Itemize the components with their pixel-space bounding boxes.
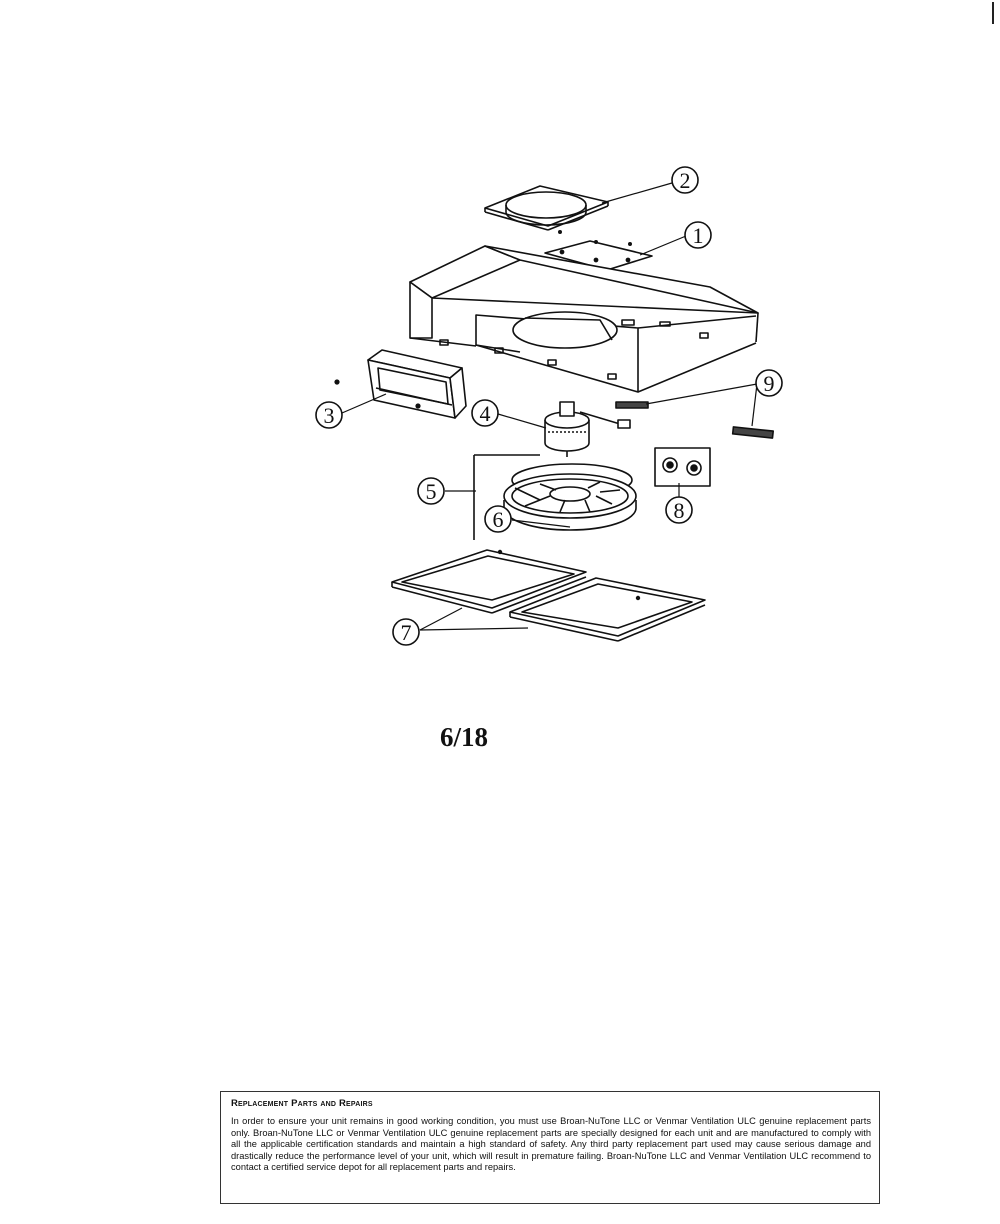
grease-filters: [391, 549, 706, 642]
callout-3: 3: [315, 401, 343, 429]
exploded-parts-diagram: 1 2 3 4 5 6 7 8 9: [315, 166, 783, 646]
callout-4: 4: [471, 399, 499, 427]
blower-motor: [544, 401, 631, 457]
switch-knobs: [615, 401, 775, 439]
replacement-parts-notice: Replacement Parts and Repairs In order t…: [220, 1091, 880, 1204]
duct-collar-plate: [484, 185, 609, 231]
callout-9: 9: [755, 369, 783, 397]
callout-5: 5: [417, 477, 445, 505]
callout-1: 1: [684, 221, 712, 249]
svg-text:5: 5: [426, 479, 437, 504]
svg-text:9: 9: [764, 371, 775, 396]
light-assembly: [334, 349, 467, 419]
svg-text:4: 4: [480, 401, 491, 426]
svg-text:1: 1: [693, 223, 704, 248]
page-edge-mark: [992, 2, 994, 24]
leader-lines: [341, 182, 758, 631]
hood-body: [409, 245, 759, 393]
callout-6: 6: [484, 505, 512, 533]
callout-7: 7: [392, 618, 420, 646]
svg-text:7: 7: [401, 620, 412, 645]
svg-text:8: 8: [674, 498, 685, 523]
callout-8: 8: [665, 496, 693, 524]
page-number: 6/18: [440, 722, 489, 752]
svg-text:3: 3: [324, 403, 335, 428]
switches: [654, 447, 711, 487]
svg-text:6: 6: [493, 507, 504, 532]
notice-body: In order to ensure your unit remains in …: [231, 1116, 871, 1173]
blower-housing: [473, 454, 637, 540]
notice-title: Replacement Parts and Repairs: [231, 1098, 373, 1109]
svg-text:2: 2: [680, 168, 691, 193]
callout-2: 2: [671, 166, 699, 194]
